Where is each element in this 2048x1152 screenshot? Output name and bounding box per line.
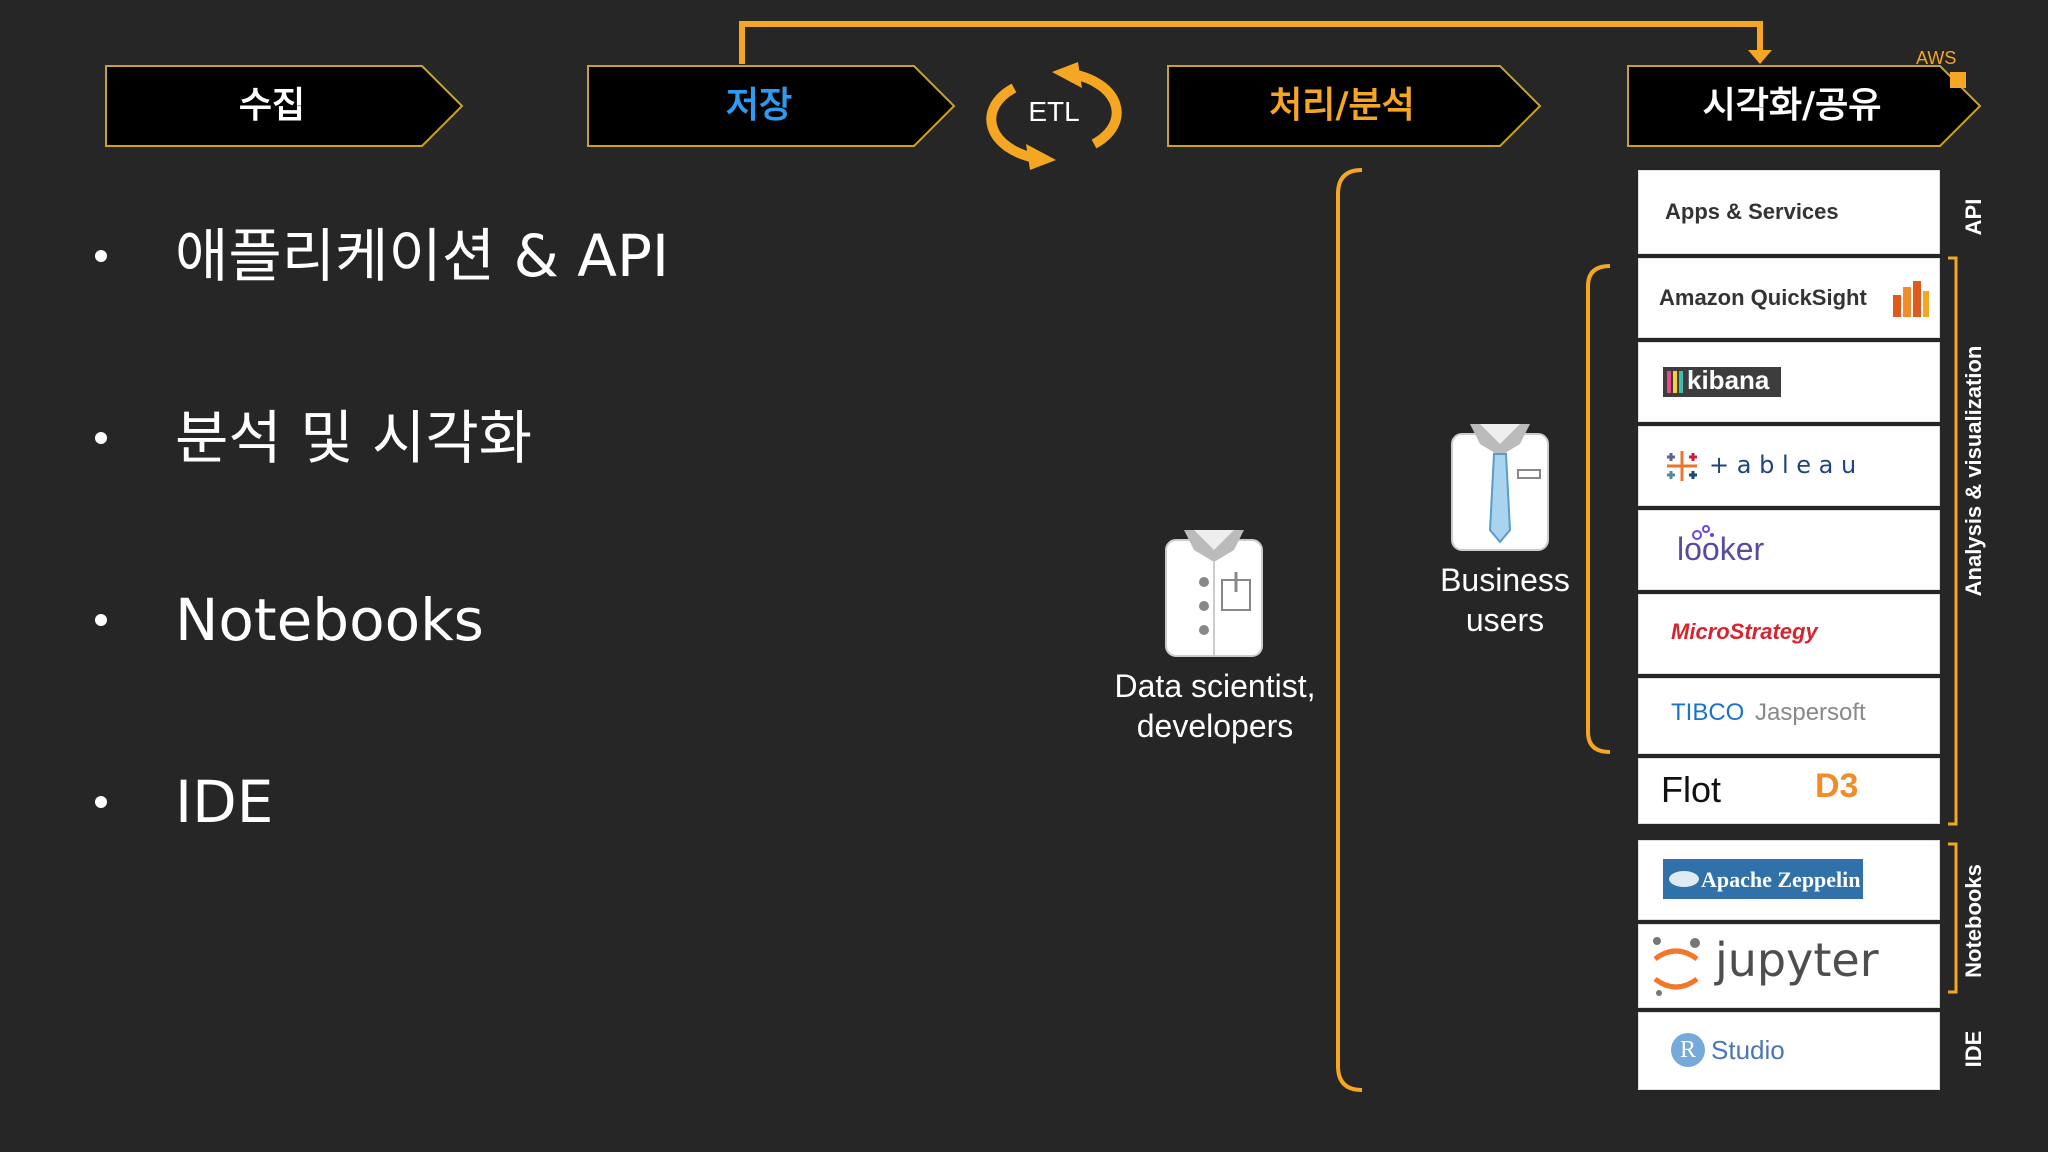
- stage-store-label: 저장: [725, 85, 793, 126]
- tile-zeppelin: Apache Zeppelin: [1638, 840, 1940, 920]
- side-label-api: API: [1961, 198, 1986, 236]
- tile-jupyter: jupyter: [1638, 924, 1940, 1008]
- tile-quicksight: Amazon QuickSight: [1638, 258, 1940, 338]
- right-brackets: [1948, 256, 1958, 994]
- etl-label: ETL: [1028, 96, 1080, 127]
- tile-flot-d3: Flot D3: [1638, 758, 1940, 824]
- tile-jaspersoft: TIBCO Jaspersoft: [1638, 678, 1940, 754]
- aws-label: AWS: [1916, 48, 1957, 68]
- stage-process: 처리/분석: [1166, 64, 1542, 148]
- tile-microstrategy: MicroStrategy: [1638, 594, 1940, 674]
- tile-rstudio: R Studio: [1638, 1012, 1940, 1090]
- tile-tableau: + a b l e a u: [1638, 426, 1940, 506]
- jupyter-icon: [1653, 937, 1700, 996]
- bullet-text: Notebooks: [175, 586, 484, 654]
- tile-looker: looker: [1638, 510, 1940, 590]
- data-scientist-shirt-icon: [1165, 530, 1263, 657]
- data-scientist-label: Data scientist, developers: [1114, 668, 1316, 744]
- stage-collect: 수집: [104, 64, 464, 148]
- rstudio-icon: [1671, 1033, 1705, 1067]
- business-user-label: Business users: [1440, 562, 1570, 638]
- business-user-bracket: [1586, 264, 1611, 754]
- bullet-text: IDE: [175, 768, 274, 836]
- aws-corner-mark: [1950, 72, 1966, 88]
- looker-dots-icon: [1692, 525, 1714, 540]
- stage-store: 저장: [586, 64, 956, 148]
- bullet-text: 분석 및 시각화: [175, 404, 533, 472]
- tile-kibana: kibana: [1638, 342, 1940, 422]
- zeppelin-icon: [1669, 871, 1699, 887]
- side-label-ide: IDE: [1961, 1030, 1986, 1068]
- stage-visualize-label: 시각화/공유: [1702, 85, 1882, 126]
- quicksight-icon: [1893, 281, 1929, 317]
- stage-collect-label: 수집: [238, 85, 306, 126]
- bullet-text: 애플리케이션 & API: [175, 222, 670, 290]
- etl-cycle-icon: [986, 62, 1122, 170]
- stage-visualize: 시각화/공유: [1626, 64, 1982, 148]
- tile-apps-services: Apps & Services: [1638, 170, 1940, 254]
- stage-process-label: 처리/분석: [1269, 85, 1415, 126]
- business-user-shirt-icon: [1451, 424, 1549, 551]
- data-scientist-bracket: [1336, 168, 1363, 1092]
- tableau-icon: [1667, 451, 1697, 481]
